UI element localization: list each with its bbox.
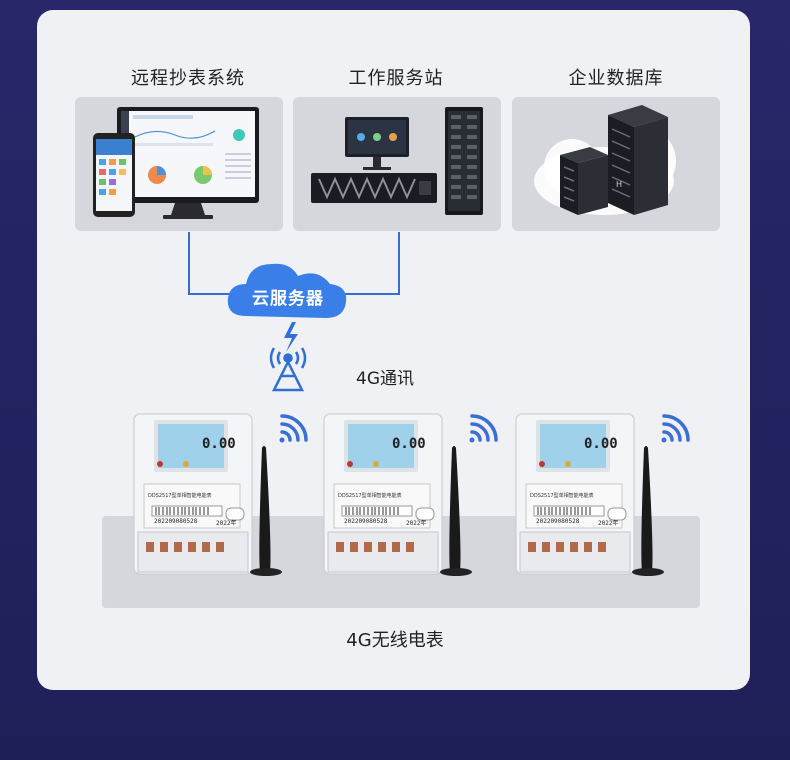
svg-text:H: H (616, 180, 622, 189)
meter-2: 0.00 DDS2517型单相智能电能表 202209080528 2022年 (322, 412, 512, 582)
wireless-meter-label: 4G无线电表 (346, 630, 444, 651)
meter-serial: 202209080528 (344, 518, 388, 525)
meter-reading: 0.00 (392, 436, 426, 452)
wifi-signal-icon (279, 414, 308, 443)
panel-enterprise-database: H (512, 97, 720, 231)
lightning-icon (284, 322, 298, 352)
meter-year: 2022年 (406, 520, 427, 527)
network-4g-label: 4G通讯 (356, 369, 414, 389)
meter-serial: 202209080528 (154, 518, 198, 525)
wifi-signal-icon (661, 414, 690, 443)
title-work-service-station: 工作服务站 (348, 68, 444, 89)
monitor-icon (93, 107, 259, 219)
meter-year: 2022年 (598, 520, 619, 527)
title-remote-reading-system: 远程抄表系统 (131, 68, 245, 89)
meter-model: DDS2517型单相智能电能表 (338, 493, 402, 499)
meter-year: 2022年 (216, 520, 237, 527)
title-enterprise-database: 企业数据库 (568, 68, 664, 89)
wifi-signal-icon (469, 414, 498, 443)
meter-reading: 0.00 (202, 436, 236, 452)
meter-serial: 202209080528 (536, 518, 580, 525)
meter-1: 0.00 DDS2517型单相智能电能表 202209080528 2022年 (132, 412, 322, 582)
database-servers-icon: H (534, 105, 676, 215)
meter-model: DDS2517型单相智能电能表 (148, 493, 212, 499)
meter-reading: 0.00 (584, 436, 618, 452)
cloud-server-label: 云服务器 (252, 289, 324, 309)
cloud-icon (227, 263, 347, 318)
server-rack-icon (311, 107, 483, 215)
meter-model: DDS2517型单相智能电能表 (530, 493, 594, 499)
phone-icon (93, 133, 135, 217)
antenna-tower-icon (269, 347, 307, 392)
panel-remote-reading-system (75, 97, 283, 231)
panel-work-service-station (293, 97, 501, 231)
meter-3: 0.00 DDS2517型单相智能电能表 202209080528 2022年 (514, 412, 704, 582)
